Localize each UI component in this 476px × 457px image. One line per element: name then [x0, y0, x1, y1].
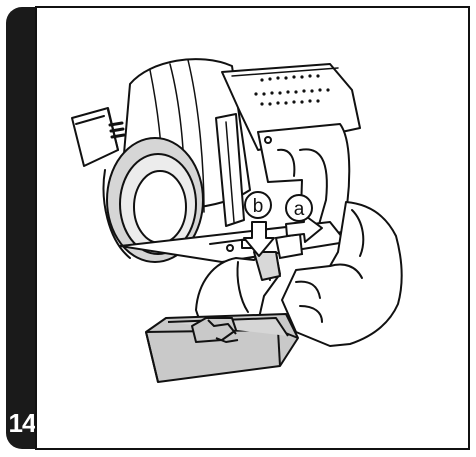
battery-pack-illustration: [146, 314, 298, 382]
battery-tab: [276, 234, 302, 258]
callout-b: b: [245, 192, 271, 218]
callout-a: a: [286, 195, 312, 221]
callout-a-label: a: [294, 199, 305, 220]
callout-b-label: b: [253, 196, 264, 217]
